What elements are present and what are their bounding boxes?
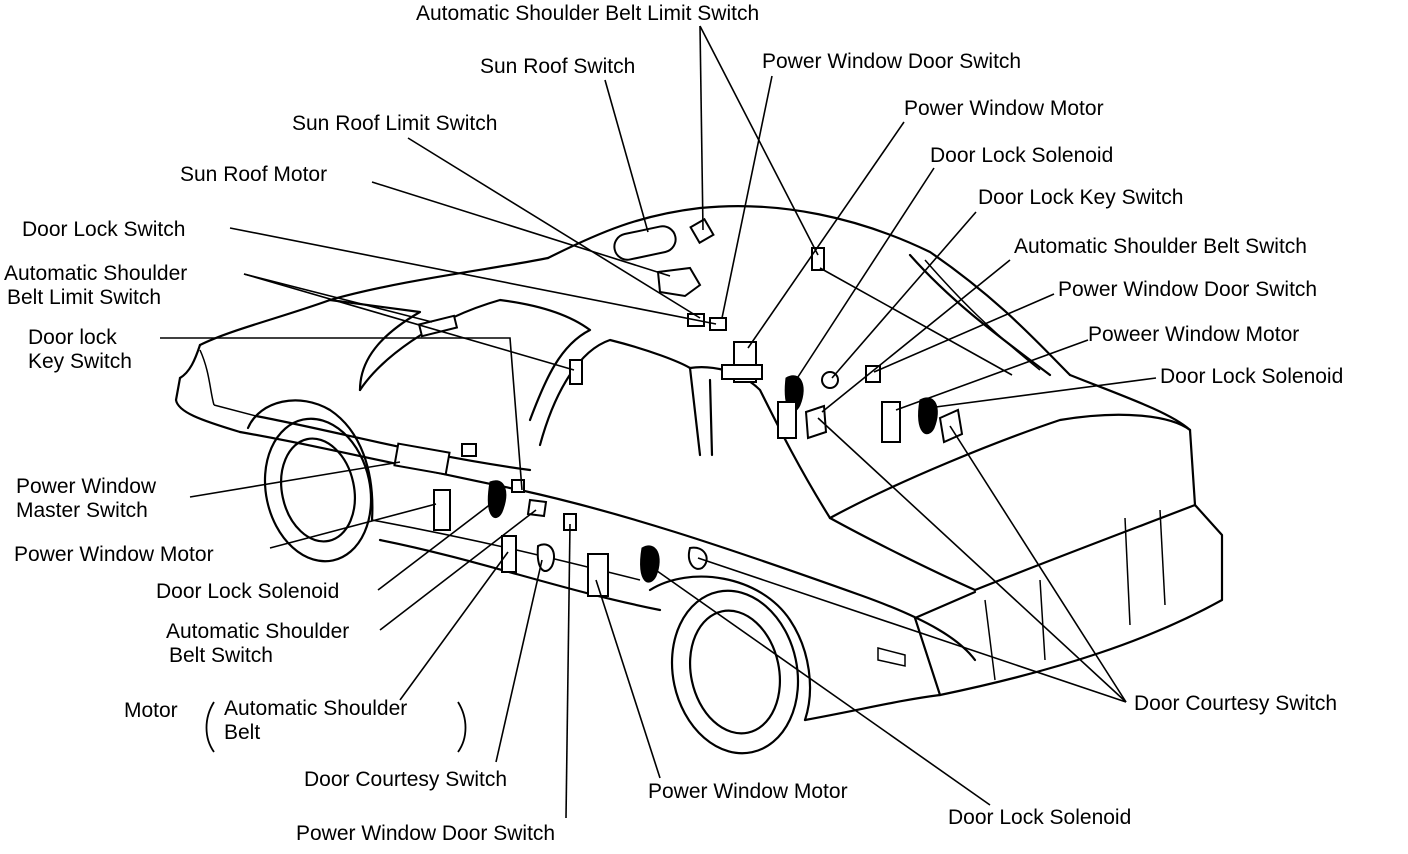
label-sun-roof-switch: Sun Roof Switch: [480, 55, 636, 78]
label-door-courtesy-switch-bottom: Door Courtesy Switch: [304, 768, 508, 791]
label-door-lock-solenoid-right: Door Lock Solenoid: [1160, 365, 1344, 388]
rear-side-window: [688, 366, 832, 520]
car-roof: [546, 205, 1072, 377]
leader-lines: [160, 25, 1157, 819]
label-motor: Motor: [124, 699, 178, 722]
car-side: [238, 430, 977, 662]
car-front: [174, 376, 242, 434]
label-sun-roof-limit-switch: Sun Roof Limit Switch: [292, 112, 498, 135]
rear-end: [938, 503, 1224, 697]
label-power-window-door-switch-top: Power Window Door Switch: [762, 50, 1022, 73]
label-door-lock-solenoid-top: Door Lock Solenoid: [930, 144, 1114, 167]
windshield: [358, 298, 592, 422]
components: [393, 217, 964, 597]
label-auto-belt-switch-left-line2: Belt Switch: [169, 644, 273, 667]
label-auto-belt-switch-right: Automatic Shoulder Belt Switch: [1014, 235, 1307, 258]
label-power-window-door-switch-bottom: Power Window Door Switch: [296, 822, 556, 845]
label-power-window-master-switch-line2: Master Switch: [16, 499, 148, 522]
label-power-window-master-switch: Power Window Master Switch: [16, 475, 156, 523]
label-motor-auto-belt: Automatic Shoulder Belt: [224, 697, 407, 745]
label-motor-auto-belt-line1: Automatic Shoulder: [224, 697, 408, 720]
label-power-window-master-switch-line1: Power Window: [16, 475, 157, 498]
label-power-window-motor-top: Power Window Motor: [904, 97, 1104, 120]
belt-limit-switch-top-part: [689, 217, 715, 245]
left-parenthesis: [205, 701, 215, 753]
label-sun-roof-motor: Sun Roof Motor: [180, 163, 328, 186]
label-door-lock-key-switch-left: Door lock Key Switch: [28, 326, 132, 374]
label-auto-belt-limit-switch-left: Automatic Shoulder Belt Limit Switch: [4, 262, 187, 310]
label-door-lock-key-switch-left-line1: Door lock: [28, 326, 117, 349]
label-motor-auto-belt-line2: Belt: [224, 721, 261, 744]
label-door-lock-solenoid-left: Door Lock Solenoid: [156, 580, 340, 603]
label-door-lock-switch: Door Lock Switch: [22, 218, 186, 241]
label-power-window-motor-bottom: Power Window Motor: [648, 780, 848, 803]
label-auto-belt-switch-left-line1: Automatic Shoulder: [166, 620, 350, 643]
label-door-courtesy-switch-right: Door Courtesy Switch: [1134, 692, 1338, 715]
power-window-master-switch-part: [393, 442, 451, 476]
label-power-window-door-switch-right: Power Window Door Switch: [1058, 278, 1318, 301]
label-auto-belt-limit-switch-left-line1: Automatic Shoulder: [4, 262, 188, 285]
label-door-lock-solenoid-bottom: Door Lock Solenoid: [948, 806, 1132, 829]
rear-wheel: [670, 589, 800, 755]
front-wheel: [263, 417, 373, 563]
label-power-window-motor-right: Poweer Window Motor: [1088, 323, 1300, 346]
sun-roof-switch-part: [613, 225, 677, 261]
label-power-window-motor-left: Power Window Motor: [14, 543, 214, 566]
belt-limit-switch-right-part: [811, 247, 825, 271]
right-parenthesis: [457, 701, 467, 753]
sun-roof-motor-part: [656, 266, 702, 298]
front-side-window: [538, 338, 702, 457]
label-auto-belt-limit-switch-top: Automatic Shoulder Belt Limit Switch: [416, 2, 760, 25]
label-door-lock-key-switch-right: Door Lock Key Switch: [978, 186, 1184, 209]
label-auto-belt-switch-left: Automatic Shoulder Belt Switch: [166, 620, 349, 668]
label-auto-belt-limit-switch-left-line2: Belt Limit Switch: [7, 286, 162, 309]
car-hood: [198, 298, 422, 392]
label-door-lock-key-switch-left-line2: Key Switch: [28, 350, 132, 373]
